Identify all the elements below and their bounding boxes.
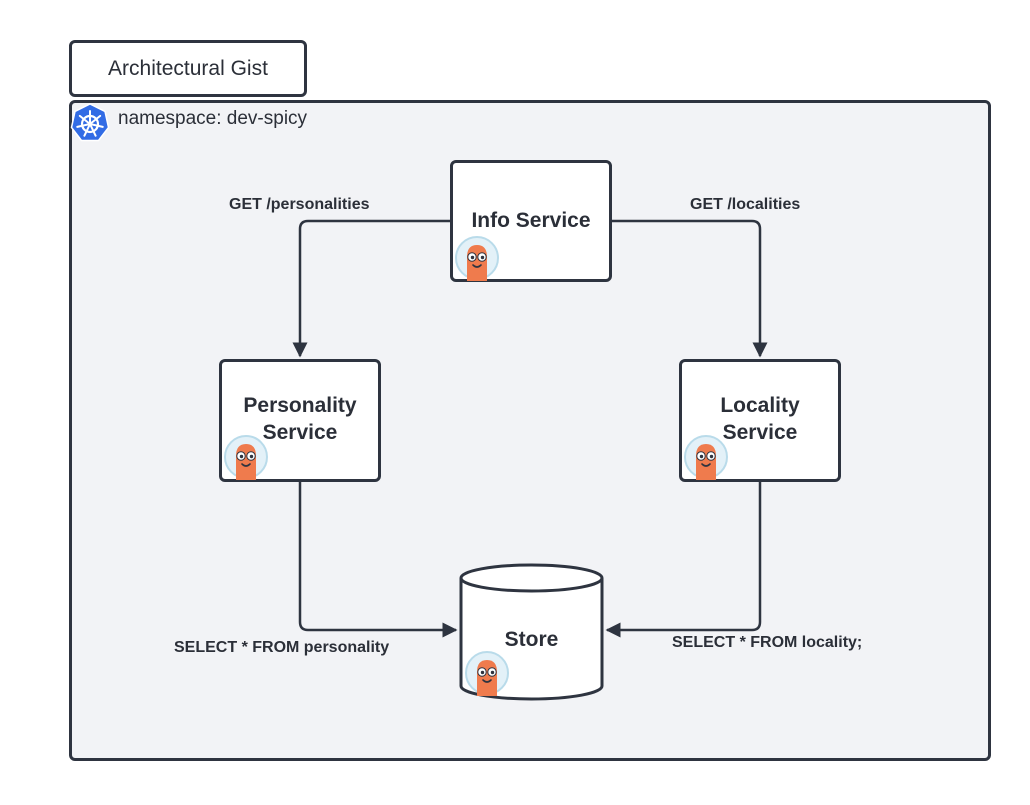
kubernetes-icon (70, 103, 110, 142)
namespace-label: namespace: dev-spicy (118, 108, 308, 129)
argo-mascot-icon (684, 435, 728, 480)
diagram-title: Architectural Gist (69, 40, 307, 97)
edge-label-select-personality: SELECT * FROM personality (174, 639, 390, 656)
edge-label-get-localities: GET /localities (690, 196, 801, 213)
diagram-title-text: Architectural Gist (108, 56, 268, 80)
personality-service-label: Personality Service (243, 394, 357, 444)
edge-label-select-locality: SELECT * FROM locality; (672, 634, 863, 651)
info-service-label: Info Service (471, 209, 591, 232)
edge-info-to-locality (611, 219, 768, 358)
argo-mascot-icon (455, 236, 499, 281)
argo-mascot-icon (465, 651, 509, 696)
edge-personality-to-store (298, 482, 458, 638)
locality-service-label: Locality Service (720, 394, 800, 444)
edge-locality-to-store (605, 482, 762, 638)
argo-mascot-icon (224, 435, 268, 480)
edge-info-to-personality (292, 219, 451, 358)
store-label: Store (504, 628, 559, 651)
edge-label-get-personalities: GET /personalities (229, 196, 370, 213)
